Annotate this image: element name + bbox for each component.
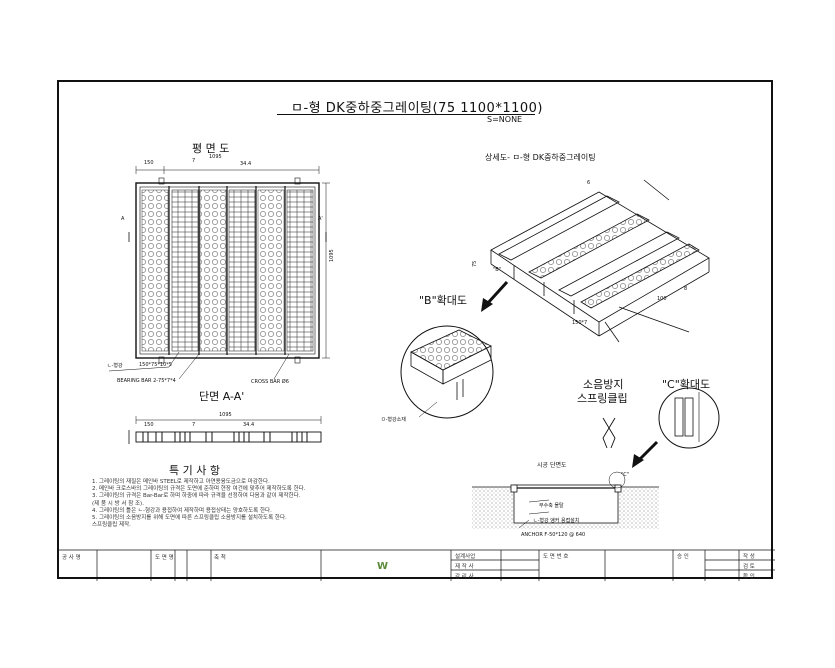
section-title: 단면 A-A' (199, 390, 245, 403)
tb-project-label: 공 사 명 (62, 555, 81, 561)
tb-author-label: 작 성 (743, 554, 755, 560)
detail3d-dim-6: 6 (587, 180, 591, 186)
note-line: 4. 그레이팅의 틀은 ㄴ-형강과 용접하여 제작하며 용접상태는 양호하도록 … (92, 507, 272, 514)
detail3d-dim-8: 8 (684, 286, 688, 292)
detail3d-dim-150x7: 150*7 (572, 320, 588, 326)
plan-dim-1095: 1095 (209, 154, 222, 160)
detail3d-dim-100: 100 (657, 296, 667, 302)
section-dim-7: 7 (192, 422, 196, 428)
tb-approve-label: 승 인 (677, 554, 689, 560)
section-dim-1095: 1095 (219, 412, 232, 418)
tb-drawing-number-label: 도 면 번 호 (543, 554, 569, 560)
notes-title: 특 기 사 항 (169, 464, 220, 477)
install-title: 시공 단면도 (537, 462, 567, 469)
tb-maker-label: 제 작 사 (455, 564, 474, 570)
title-block (59, 549, 775, 581)
section-dim-150: 150 (144, 422, 154, 428)
tb-company-logo: W (377, 561, 389, 572)
detail3d-title: 상세도- ㅁ-형 DK중하중그레이팅 (485, 153, 596, 162)
plan-leader-cross-bar: CROSS BAR Ø6 (251, 379, 289, 385)
install-section (472, 471, 659, 529)
note-line: 스프링클립 제작. (92, 522, 131, 529)
plan-dim-vertical-1095: 1095 (329, 249, 335, 262)
tb-supervisor-label: 감 리 사 (455, 574, 474, 580)
tb-confirm-label: 확 인 (743, 574, 755, 580)
plan-view (108, 166, 330, 380)
tb-scale-label: 축 척 (214, 555, 226, 561)
spring-clip (602, 417, 616, 449)
plan-title: 평 면 도 (192, 142, 230, 155)
detail-b-title: "B"확대도 (419, 294, 468, 307)
drawing-scale: S=NONE (487, 115, 523, 124)
detail-c-view (658, 387, 720, 449)
install-label-c: "C" (621, 472, 630, 478)
detail3d-dim-75: 75 (472, 260, 478, 267)
plan-leader-angle: ㄴ-형강 (107, 363, 123, 369)
section-dim-344: 34.4 (243, 422, 255, 428)
install-callout-mortar: 무수축 몰탈 (539, 503, 564, 509)
install-callout-anchor-weld: ㄴ-형강 앵커 용접설치 (533, 518, 580, 524)
detail-b-view (400, 325, 494, 419)
note-line: 1. 그레이팅의 재질은 메인바 STEEL로 제작하고 아연용융도금으로 마감… (92, 479, 270, 485)
clip-title-1: 소음방지 (583, 378, 624, 391)
plan-section-label-a-prime: A' (318, 216, 323, 222)
detail3d-label-b: "B" (493, 267, 502, 273)
note-line: 5. 그레이팅의 소음방지를 위해 도면에 따른 스프링클립 소음방지를 설치하… (92, 515, 287, 522)
clip-title-2: 스프링클립 (577, 392, 628, 405)
detail-c-title: "C"확대도 (662, 378, 711, 391)
title-underline (277, 114, 535, 115)
drawing-graphics (59, 166, 775, 581)
note-line: 2. 메인바 크로스바의 그레이팅의 규격은 도면에 준하며 현장 여건에 맞추… (92, 486, 306, 493)
install-anchor-spec: ANCHOR F-50*120 @ 640 (521, 532, 586, 538)
drawing-sheet: ㅁ-형 DK중하중그레이팅(75 1100*1100) S=NONE (57, 80, 775, 581)
section-view (128, 416, 322, 444)
plan-dim-150: 150 (144, 160, 154, 166)
note-line: (제 품 시 방 서 참 조). (92, 500, 144, 507)
notes-list: 1. 그레이팅의 재질은 메인바 STEEL로 제작하고 아연용융도금으로 마감… (92, 479, 305, 529)
detail-arrows (481, 280, 659, 468)
plan-dim-7: 7 (192, 158, 196, 164)
tb-review-label: 검 토 (743, 564, 755, 570)
plan-dim-344: 34.4 (240, 161, 252, 167)
detail-3d (490, 179, 710, 343)
tb-drawing-name-label: 도 면 명 (155, 555, 174, 561)
detail-b-leader: ㅁ-형강소재 (381, 417, 406, 423)
plan-section-label-a: A (121, 216, 125, 222)
drawing-title: ㅁ-형 DK중하중그레이팅(75 1100*1100) (291, 101, 543, 116)
note-line: 3. 그레이팅의 규격은 Bar-Bar로 하며 하중에 따라 규격을 선정하여… (92, 493, 301, 500)
plan-leader-angle-size: 150*75*10*5 (139, 362, 172, 368)
plan-leader-bearing-bar: BEARING BAR 2-75*7*4 (117, 378, 176, 384)
tb-design-label: 설계사업 (455, 554, 476, 560)
